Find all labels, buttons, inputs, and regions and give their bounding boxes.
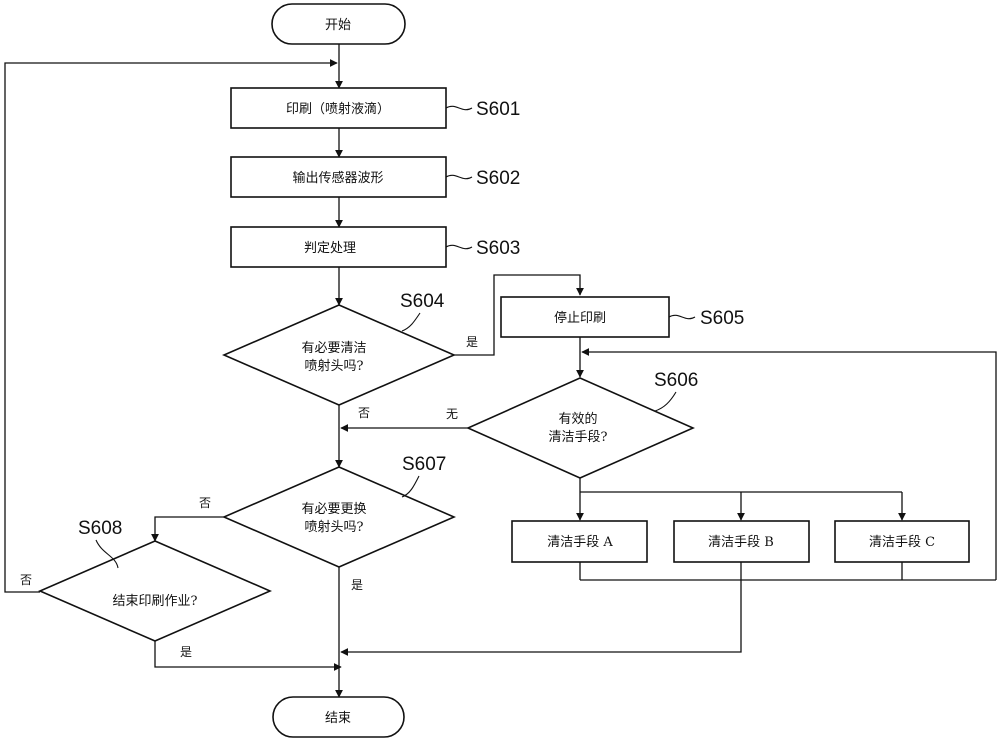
s603-label: 判定处理: [304, 241, 356, 256]
s604-yes-label: 是: [466, 335, 478, 349]
s607-diamond: [224, 467, 454, 567]
s606-diamond: [468, 378, 693, 478]
step-s603-judge: 判定处理: [231, 227, 446, 267]
s604-label-line2: 喷射头吗?: [305, 358, 364, 374]
end-terminal-label: 结束: [325, 711, 351, 726]
s606-step-number: S606: [654, 370, 698, 391]
clean-a-label: 清洁手段 A: [547, 535, 613, 550]
s606-label-line1: 有效的: [558, 411, 597, 427]
decision-s607-need-replace: 有必要更换 喷射头吗?: [224, 467, 454, 567]
s607-leader: [402, 476, 419, 497]
s602-step-number: S602: [476, 168, 520, 189]
end-terminal: 结束: [273, 697, 404, 737]
s607-label-line2: 喷射头吗?: [305, 519, 364, 535]
s606-leader: [655, 392, 676, 411]
s603-leader: [446, 245, 472, 248]
s608-yes-label: 是: [180, 645, 192, 659]
step-s601-print: 印刷（喷射液滴）: [231, 88, 446, 128]
step-s602-sensor: 输出传感器波形: [231, 157, 446, 197]
s607-step-number: S607: [402, 454, 446, 475]
s608-label: 结束印刷作业?: [113, 594, 198, 609]
s608-step-number: S608: [78, 518, 122, 539]
s604-label-line1: 有必要清洁: [301, 341, 366, 356]
s607-label-line1: 有必要更换: [301, 502, 366, 517]
s608-diamond: [40, 541, 270, 641]
edge-clean-b-to-end: [341, 562, 741, 652]
start-terminal: 开始: [272, 4, 405, 44]
s604-leader: [402, 313, 420, 331]
decision-s604-need-cleaning: 有必要清洁 喷射头吗?: [224, 305, 454, 405]
s604-step-number: S604: [400, 291, 445, 312]
clean-b-label: 清洁手段 B: [708, 535, 774, 550]
s601-leader: [446, 106, 472, 109]
decision-s606-valid-cleaning: 有效的 清洁手段?: [468, 378, 693, 478]
s607-no-label: 否: [199, 496, 211, 510]
step-clean-c: 清洁手段 C: [835, 521, 969, 562]
s605-leader: [669, 315, 695, 318]
step-clean-b: 清洁手段 B: [674, 521, 809, 562]
s601-label: 印刷（喷射液滴）: [286, 101, 390, 117]
s607-yes-label: 是: [351, 578, 363, 592]
edge-s607-no-to-s608: [155, 517, 224, 541]
s603-step-number: S603: [476, 238, 520, 259]
step-clean-a: 清洁手段 A: [512, 521, 647, 562]
s608-no-label: 否: [20, 573, 32, 587]
step-s605-stop-print: 停止印刷: [501, 297, 669, 337]
s602-label: 输出传感器波形: [292, 170, 383, 186]
s602-leader: [446, 175, 472, 178]
decision-s608-finish-job: 结束印刷作业?: [40, 541, 270, 641]
s601-step-number: S601: [476, 99, 520, 120]
s605-label: 停止印刷: [554, 310, 606, 326]
start-terminal-label: 开始: [325, 18, 351, 33]
s606-label-line2: 清洁手段?: [549, 430, 608, 445]
clean-c-label: 清洁手段 C: [869, 535, 935, 550]
s606-none-label: 无: [446, 407, 458, 421]
s604-no-label: 否: [358, 406, 370, 420]
s605-step-number: S605: [700, 308, 744, 329]
